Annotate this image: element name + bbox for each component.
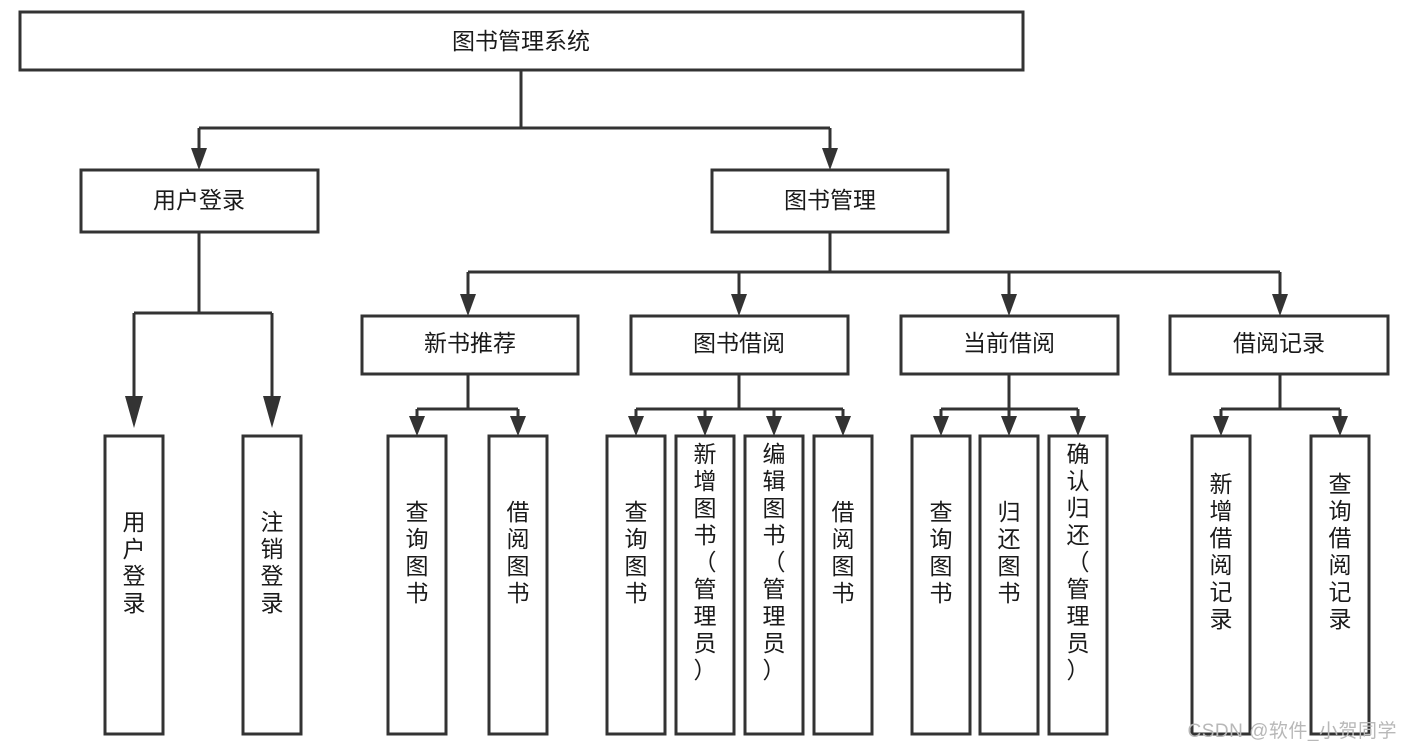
arrowhead-icon bbox=[125, 396, 143, 428]
arrowhead-icon bbox=[510, 416, 526, 436]
node-user-login-box[interactable] bbox=[79, 168, 320, 234]
leaf-node-borrow-book-1[interactable]: 借阅图书 bbox=[487, 434, 549, 736]
leaf-query-book-2-box[interactable] bbox=[605, 434, 667, 736]
leaf-confirm-return-box[interactable] bbox=[1047, 434, 1109, 736]
connector-bookborrow-to-leaves bbox=[628, 374, 851, 436]
leaf-node-return-book[interactable]: 归还图书 bbox=[978, 434, 1040, 736]
node-current-borrow-label: 当前借阅 bbox=[963, 330, 1055, 356]
arrowhead-icon bbox=[731, 294, 747, 316]
leaf-node-query-record[interactable]: 查询借阅记录 bbox=[1309, 434, 1371, 736]
csdn-watermark: CSDN @软件_小贺同学 bbox=[1187, 721, 1397, 742]
node-root-box[interactable] bbox=[18, 10, 1025, 72]
node-borrow-record-label: 借阅记录 bbox=[1233, 330, 1325, 356]
arrowhead-icon bbox=[766, 416, 782, 436]
leaf-user-login-box[interactable] bbox=[103, 434, 165, 736]
node-book-borrow-box[interactable] bbox=[629, 314, 850, 376]
node-book-manage-box[interactable] bbox=[710, 168, 950, 234]
node-book-borrow-label: 图书借阅 bbox=[693, 330, 785, 356]
leaf-borrow-book-2-label: 借阅图书 bbox=[832, 499, 855, 606]
leaf-query-record-box[interactable] bbox=[1309, 434, 1371, 736]
leaf-node-edit-book[interactable]: 编辑图书（管理员） bbox=[743, 434, 805, 736]
leaf-return-book-box[interactable] bbox=[978, 434, 1040, 736]
leaf-node-query-book-1[interactable]: 查询图书 bbox=[386, 434, 448, 736]
connector-userlogin-to-leaves bbox=[125, 232, 281, 428]
node-new-book-recommend-box[interactable] bbox=[360, 314, 580, 376]
arrowhead-icon bbox=[460, 294, 476, 316]
leaf-borrow-book-1-box[interactable] bbox=[487, 434, 549, 736]
leaf-confirm-return-label: 确认归还（管理员） bbox=[1067, 441, 1090, 683]
arrowhead-icon bbox=[1001, 416, 1017, 436]
leaf-add-record-box[interactable] bbox=[1190, 434, 1252, 736]
leaf-node-add-book[interactable]: 新增图书（管理员） bbox=[674, 434, 736, 736]
arrowhead-icon bbox=[1001, 294, 1017, 316]
node-root-label: 图书管理系统 bbox=[452, 28, 590, 54]
leaf-query-book-1-box[interactable] bbox=[386, 434, 448, 736]
node-borrow-record-box[interactable] bbox=[1168, 314, 1390, 376]
leaf-query-book-2-label: 查询图书 bbox=[625, 499, 648, 606]
leaf-edit-book-box[interactable] bbox=[743, 434, 805, 736]
node-user-login[interactable]: 用户登录 bbox=[79, 168, 320, 234]
leaf-add-record-label: 新增借阅记录 bbox=[1210, 471, 1233, 632]
leaf-edit-book-label: 编辑图书（管理员） bbox=[763, 441, 786, 683]
leaf-node-logout[interactable]: 注销登录 bbox=[241, 434, 303, 736]
node-book-manage-label: 图书管理 bbox=[784, 187, 876, 213]
node-book-borrow[interactable]: 图书借阅 bbox=[629, 314, 850, 376]
arrowhead-icon bbox=[697, 416, 713, 436]
leaf-node-borrow-book-2[interactable]: 借阅图书 bbox=[812, 434, 874, 736]
connector-bookmanage-to-level3 bbox=[460, 232, 1288, 316]
arrowhead-icon bbox=[835, 416, 851, 436]
arrowhead-icon bbox=[822, 148, 838, 170]
leaf-borrow-book-2-box[interactable] bbox=[812, 434, 874, 736]
node-new-book-recommend-label: 新书推荐 bbox=[424, 330, 516, 356]
leaf-add-book-box[interactable] bbox=[674, 434, 736, 736]
node-book-manage[interactable]: 图书管理 bbox=[710, 168, 950, 234]
leaf-logout-box[interactable] bbox=[241, 434, 303, 736]
leaf-user-login-label: 用户登录 bbox=[123, 509, 146, 616]
leaf-return-book-label: 归还图书 bbox=[998, 499, 1021, 606]
arrowhead-icon bbox=[933, 416, 949, 436]
arrowhead-icon bbox=[1070, 416, 1086, 436]
leaf-node-user-login[interactable]: 用户登录 bbox=[103, 434, 165, 736]
node-borrow-record[interactable]: 借阅记录 bbox=[1168, 314, 1390, 376]
node-root[interactable]: 图书管理系统 bbox=[18, 10, 1025, 72]
leaf-query-record-label: 查询借阅记录 bbox=[1329, 471, 1352, 632]
leaf-query-book-3-box[interactable] bbox=[910, 434, 972, 736]
leaf-node-add-record[interactable]: 新增借阅记录 bbox=[1190, 434, 1252, 736]
leaf-add-book-label: 新增图书（管理员） bbox=[694, 441, 717, 683]
leaf-borrow-book-1-label: 借阅图书 bbox=[507, 499, 530, 606]
leaf-node-query-book-2[interactable]: 查询图书 bbox=[605, 434, 667, 736]
arrowhead-icon bbox=[628, 416, 644, 436]
leaf-query-book-1-label: 查询图书 bbox=[406, 499, 429, 606]
arrowhead-icon bbox=[1272, 294, 1288, 316]
arrowhead-icon bbox=[191, 148, 207, 170]
leaf-logout-label: 注销登录 bbox=[261, 509, 284, 616]
arrowhead-icon bbox=[1213, 416, 1229, 436]
arrowhead-icon bbox=[263, 396, 281, 428]
arrowhead-icon bbox=[409, 416, 425, 436]
connector-root-to-level2 bbox=[191, 70, 838, 170]
connector-borrowrecord-to-leaves bbox=[1213, 374, 1348, 436]
connector-currentborrow-to-leaves bbox=[933, 374, 1086, 436]
node-new-book-recommend[interactable]: 新书推荐 bbox=[360, 314, 580, 376]
connector-newbook-to-leaves bbox=[409, 374, 526, 436]
node-current-borrow[interactable]: 当前借阅 bbox=[899, 314, 1120, 376]
leaf-query-book-3-label: 查询图书 bbox=[930, 499, 953, 606]
node-user-login-label: 用户登录 bbox=[153, 187, 245, 213]
leaf-node-query-book-3[interactable]: 查询图书 bbox=[910, 434, 972, 736]
leaf-node-confirm-return[interactable]: 确认归还（管理员） bbox=[1047, 434, 1109, 736]
arrowhead-icon bbox=[1332, 416, 1348, 436]
node-current-borrow-box[interactable] bbox=[899, 314, 1120, 376]
